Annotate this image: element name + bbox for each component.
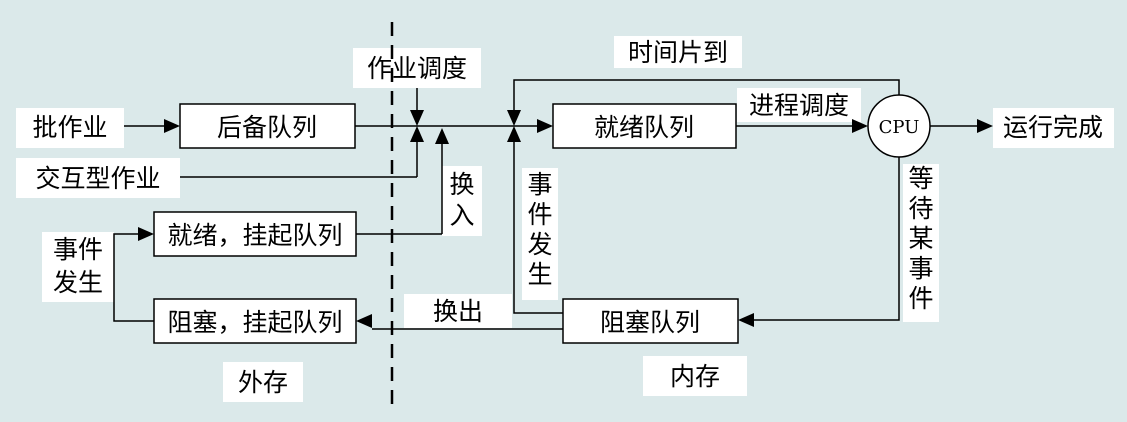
batch-arrow-head: [164, 119, 180, 133]
blocked-suspended-queue-box: [153, 298, 357, 344]
ready-suspended-queue-box: [153, 211, 357, 257]
swap-out-bg: [404, 294, 512, 328]
swap-in-bg: [442, 166, 482, 236]
external-storage-label: 外存: [238, 368, 288, 397]
interactive-job-label: 交互型作业: [35, 164, 160, 193]
event-occur-left-bg: [42, 232, 114, 302]
process-scheduling-bg: [737, 88, 861, 122]
blocked-queue-box: [562, 298, 739, 344]
time-slice-label: 时间片到: [628, 38, 728, 67]
swap-in-char-1: 换: [449, 170, 474, 199]
wait-event-char-5: 件: [908, 284, 933, 313]
swap-out-arrow-head: [356, 314, 372, 328]
blocked-suspended-queue-label: 阻塞，挂起队列: [167, 308, 342, 337]
complete-arrow-head: [977, 119, 993, 133]
wait-event-char-1: 等: [908, 164, 933, 193]
wait-event-char-4: 事: [908, 254, 933, 283]
event-occur-char-2: 件: [527, 200, 552, 229]
backup-queue-label: 后备队列: [217, 113, 317, 142]
swap-in-arrow-head: [435, 128, 449, 144]
time-slice-bg: [614, 36, 742, 68]
swap-in-char-2: 入: [449, 201, 474, 230]
batch-job-bg: [16, 108, 124, 148]
internal-memory-label: 内存: [670, 362, 720, 391]
wait-event-line: [754, 157, 900, 321]
run-complete-bg: [993, 108, 1114, 148]
job-scheduling-arrow-head: [410, 110, 424, 126]
ready-queue-arrow-head: [537, 119, 553, 133]
event-occur-left-line-1: 事件: [53, 235, 103, 264]
event-occur-left-arrow-head: [138, 227, 154, 241]
wait-event-arrow-head: [738, 313, 754, 327]
interactive-arrow-head: [410, 126, 424, 142]
wait-event-char-2: 待: [908, 194, 933, 223]
internal-memory-bg: [643, 356, 747, 396]
process-scheduling-arrow-head: [852, 119, 868, 133]
event-occur-arrow-head: [507, 126, 521, 142]
ready-queue-label: 就绪队列: [594, 113, 694, 142]
cpu-label: CPU: [879, 117, 920, 138]
external-storage-bg: [223, 362, 303, 402]
interactive-job-bg: [16, 158, 180, 198]
event-occur-vertical-bg: [522, 168, 558, 300]
event-occur-char-1: 事: [527, 170, 552, 199]
batch-job-label: 批作业: [32, 113, 107, 142]
job-scheduling-label: 作业调度: [367, 54, 467, 83]
wait-event-bg: [903, 164, 939, 322]
swap-out-label: 换出: [433, 297, 483, 326]
time-slice-arrow-head: [507, 110, 521, 126]
ready-suspended-queue-label: 就绪，挂起队列: [167, 221, 342, 250]
wait-event-char-3: 某: [908, 224, 933, 253]
time-slice-line: [513, 79, 900, 110]
event-occur-line: [513, 142, 563, 314]
run-complete-label: 运行完成: [1003, 113, 1103, 142]
event-occur-char-3: 发: [527, 230, 552, 259]
backup-queue-box: [179, 103, 356, 149]
event-occur-char-4: 生: [527, 260, 552, 289]
job-scheduling-bg: [353, 48, 481, 88]
process-scheduling-label: 进程调度: [749, 91, 849, 120]
event-occur-left-line-2: 发生: [53, 268, 103, 297]
event-occur-left-line: [113, 233, 154, 322]
blocked-queue-label: 阻塞队列: [600, 308, 700, 337]
